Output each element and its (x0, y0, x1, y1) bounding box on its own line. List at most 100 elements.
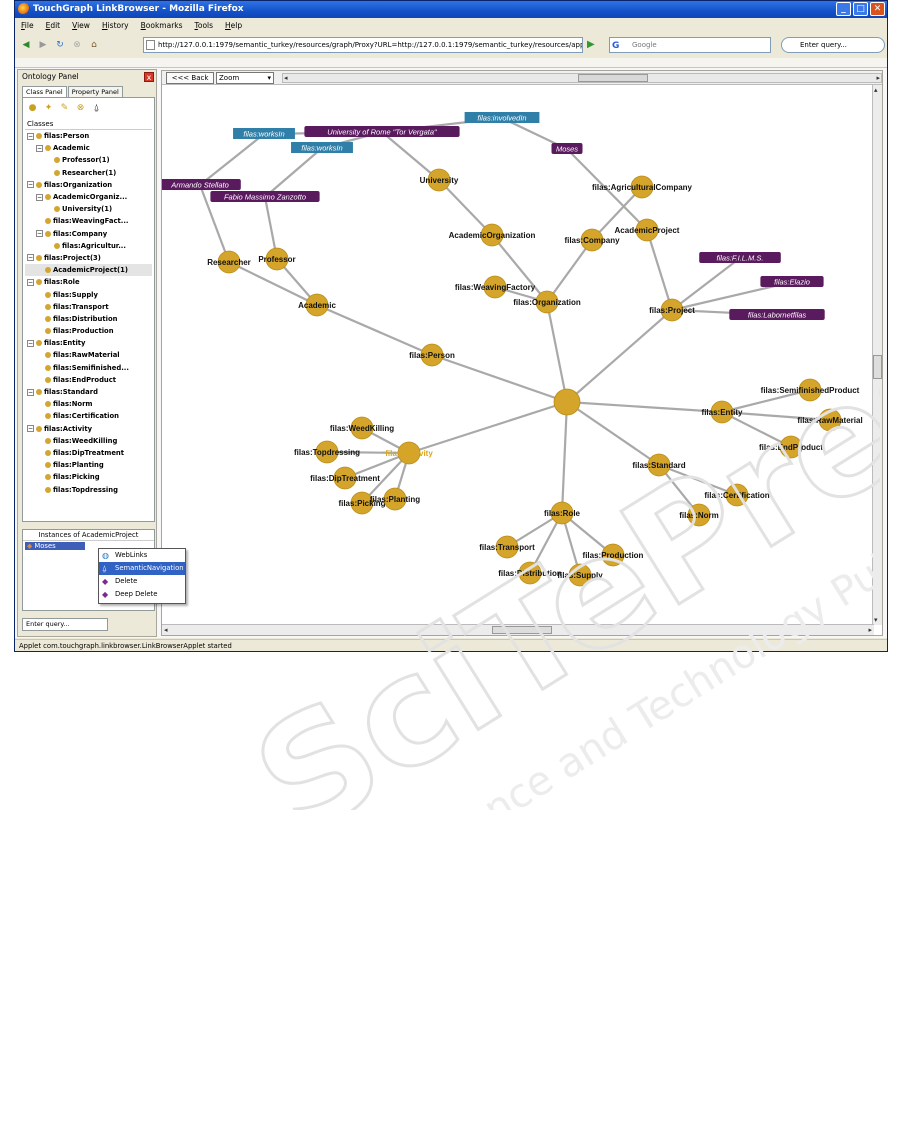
tree-item[interactable]: −Academic (25, 142, 152, 154)
instance-node-unirome[interactable]: University of Rome "Tor Vergata" (304, 126, 460, 137)
node-circle[interactable] (818, 408, 842, 432)
zoom-select[interactable]: Zoom (216, 72, 274, 84)
node-circle[interactable] (710, 400, 734, 424)
graph-node-agri[interactable]: filas:AgriculturalCompany (592, 175, 693, 199)
menu-item-delete[interactable]: ◆ Delete (99, 575, 185, 588)
node-circle[interactable] (420, 343, 444, 367)
tree-item[interactable]: AcademicProject(1) (25, 264, 152, 277)
scroll-left-icon[interactable]: ◂ (164, 626, 168, 634)
node-circle[interactable] (550, 501, 574, 525)
tree-item[interactable]: filas:Semifinished... (25, 362, 152, 374)
menu-view[interactable]: View (72, 21, 90, 30)
maximize-button[interactable]: □ (853, 2, 868, 16)
forward-arrow-icon[interactable]: ▶ (39, 40, 47, 50)
menu-file[interactable]: File (21, 21, 34, 30)
go-icon[interactable]: ▶ (587, 39, 595, 50)
property-box[interactable] (291, 142, 353, 153)
tree-item[interactable]: −filas:Activity (25, 423, 152, 435)
node-circle[interactable] (647, 453, 671, 477)
instance-box[interactable] (760, 276, 824, 287)
tree-item[interactable]: filas:Certification (25, 410, 152, 422)
graph-node-center[interactable] (553, 388, 581, 416)
reload-icon[interactable]: ↻ (56, 40, 64, 50)
tree-item[interactable]: filas:DipTreatment (25, 447, 152, 459)
edit-class-icon[interactable]: ✎ (60, 103, 69, 113)
back-button[interactable]: <<< Back (166, 72, 214, 84)
node-circle[interactable] (798, 378, 822, 402)
menu-tools[interactable]: Tools (194, 21, 214, 30)
add-subclass-icon[interactable]: ✦ (44, 103, 53, 113)
tree-item[interactable]: filas:Topdressing (25, 483, 152, 495)
graph-node-diptreatment[interactable]: filas:DipTreatment (310, 466, 380, 490)
graph-node-semifinished[interactable]: filas:SemifinishedProduct (761, 378, 860, 402)
tree-expander-icon[interactable]: − (36, 230, 43, 238)
tree-expander-icon[interactable]: − (27, 425, 34, 433)
property-node-involvedin[interactable]: filas:involvedIn (464, 112, 540, 123)
node-circle[interactable] (553, 388, 581, 416)
tree-item[interactable]: filas:WeavingFact... (25, 215, 152, 227)
bottom-scrollbar[interactable]: ◂ ▸ (162, 624, 874, 635)
tree-item[interactable]: University(1) (25, 203, 152, 215)
graph-node-researcher[interactable]: Researcher (207, 250, 251, 274)
bottom-scroll-thumb[interactable] (492, 626, 552, 634)
tree-item[interactable]: −filas:Person (25, 130, 152, 142)
graph-node-organization[interactable]: filas:Organization (513, 290, 581, 314)
graph-node-topdressing[interactable]: filas:Topdressing (294, 440, 360, 464)
tree-item[interactable]: filas:Production (25, 325, 152, 337)
tree-item[interactable]: −AcademicOrganiz... (25, 191, 152, 203)
query-input[interactable]: Enter query... (781, 37, 885, 53)
node-circle[interactable] (635, 218, 659, 242)
instance-node-stellato[interactable]: Armando Stellato (162, 179, 241, 190)
tree-item[interactable]: filas:RawMaterial (25, 349, 152, 361)
node-circle[interactable] (779, 435, 803, 459)
menu-item-weblinks[interactable]: ◍ WebLinks (99, 549, 185, 562)
tree-expander-icon[interactable]: − (27, 181, 34, 189)
back-arrow-icon[interactable]: ◀ (22, 40, 30, 50)
node-circle[interactable] (630, 175, 654, 199)
instance-node-labornet[interactable]: filas:Labornetfilas (729, 309, 825, 320)
property-box[interactable] (233, 128, 295, 139)
panel-query-input[interactable]: Enter query... (22, 618, 108, 631)
tree-expander-icon[interactable]: − (36, 193, 43, 201)
node-circle[interactable] (217, 250, 241, 274)
home-icon[interactable]: ⌂ (91, 40, 97, 50)
tree-item[interactable]: filas:Distribution (25, 313, 152, 325)
tree-expander-icon[interactable]: − (27, 278, 34, 286)
node-circle[interactable] (427, 168, 451, 192)
instance-node-film[interactable]: filas:F.I.L.M.S. (699, 252, 781, 263)
tree-expander-icon[interactable]: − (27, 254, 34, 262)
graph-node-endproduct[interactable]: filas:EndProduct (759, 435, 823, 459)
node-circle[interactable] (568, 563, 592, 587)
graph-node-academic[interactable]: Academic (298, 293, 336, 317)
node-circle[interactable] (383, 487, 407, 511)
node-circle[interactable] (480, 223, 504, 247)
instance-box[interactable] (304, 126, 460, 137)
node-circle[interactable] (495, 535, 519, 559)
instance-node-zanzotto[interactable]: Fabio Massimo Zanzotto (210, 191, 320, 202)
instance-node-elazio[interactable]: filas:Elazio (760, 276, 824, 287)
tree-item[interactable]: filas:EndProduct (25, 374, 152, 386)
graph-node-transport[interactable]: filas:Transport (479, 535, 535, 559)
scroll-left-icon[interactable]: ◂ (284, 74, 288, 82)
graph-node-weedkilling[interactable]: filas:WeedKilling (330, 416, 394, 440)
tree-item[interactable]: filas:Picking (25, 471, 152, 483)
tree-expander-icon[interactable]: − (27, 132, 34, 140)
graph-node-distribution[interactable]: filas:Distribution (498, 561, 562, 585)
tree-item[interactable]: Professor(1) (25, 154, 152, 166)
graph-node-weaving[interactable]: filas:WeavingFactory (455, 275, 536, 299)
node-circle[interactable] (265, 247, 289, 271)
scroll-right-icon[interactable]: ▸ (876, 74, 880, 82)
node-circle[interactable] (687, 503, 711, 527)
top-scroll-thumb[interactable] (578, 74, 648, 82)
top-scrollbar[interactable]: ◂ ▸ (282, 73, 882, 83)
node-circle[interactable] (580, 228, 604, 252)
node-circle[interactable] (315, 440, 339, 464)
tree-item[interactable]: −filas:Company (25, 228, 152, 240)
node-circle[interactable] (305, 293, 329, 317)
graph-node-production[interactable]: filas:Production (583, 543, 644, 567)
node-circle[interactable] (725, 483, 749, 507)
tree-item[interactable]: filas:Transport (25, 301, 152, 313)
node-circle[interactable] (601, 543, 625, 567)
node-circle[interactable] (350, 416, 374, 440)
graph-node-company[interactable]: filas:Company (564, 228, 620, 252)
